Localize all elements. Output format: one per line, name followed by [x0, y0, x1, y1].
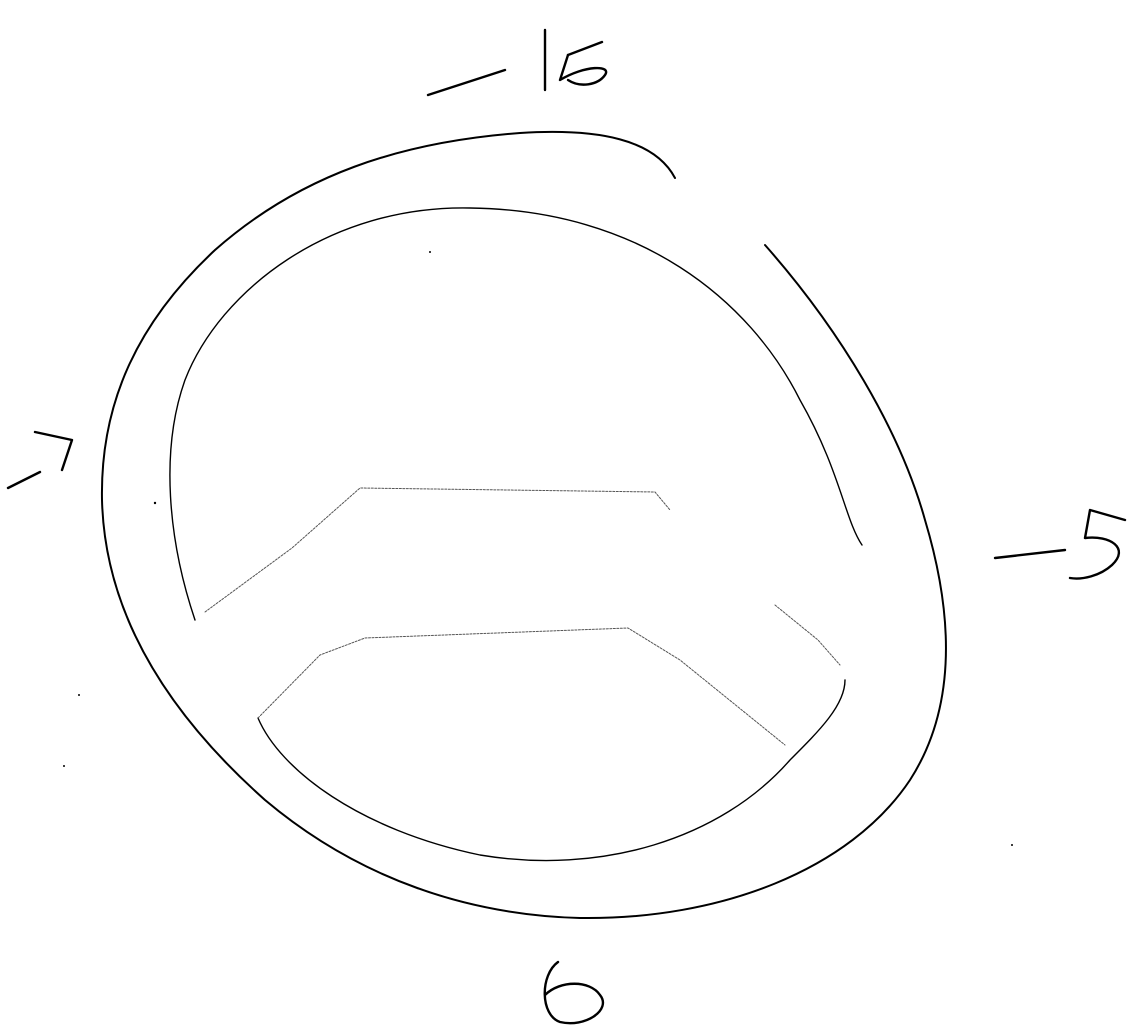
label-left	[8, 432, 72, 488]
upper-spoke	[205, 488, 670, 612]
inner-rim	[170, 208, 862, 620]
label-right	[995, 510, 1125, 578]
label-bottom	[545, 962, 603, 1023]
inner-rim-lower	[258, 680, 845, 861]
label-top	[428, 30, 606, 95]
outer-rim-main	[102, 132, 946, 918]
lower-spoke	[258, 628, 785, 745]
right-spoke-fragment	[775, 605, 840, 665]
